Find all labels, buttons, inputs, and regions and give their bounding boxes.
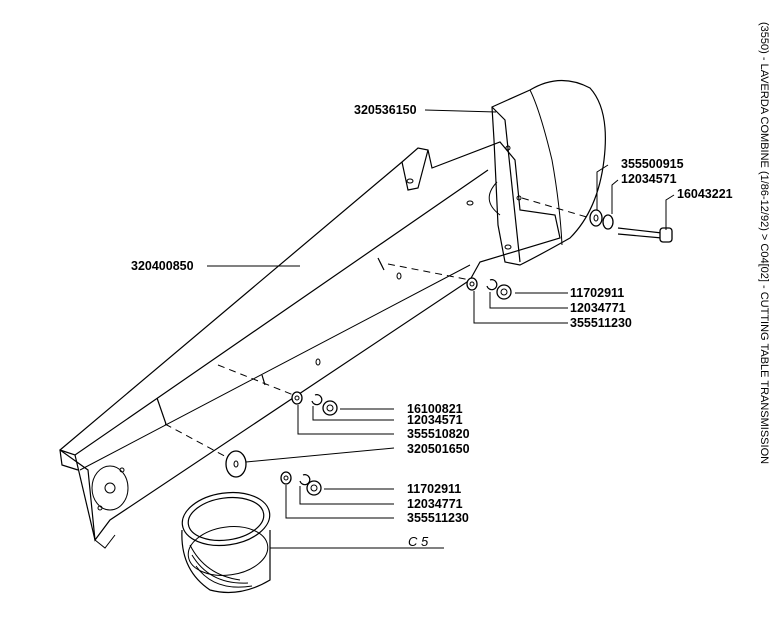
group-label: C 5 <box>408 534 429 549</box>
part-label: 12034771 <box>407 497 463 511</box>
part-label: 355500915 <box>621 157 684 171</box>
part-label: 355511230 <box>570 316 632 330</box>
shield-plate <box>491 79 606 266</box>
hardware-lower2 <box>280 471 322 496</box>
part-label: 12034571 <box>621 172 677 186</box>
part-label: 12034571 <box>407 413 463 427</box>
part-label: 320501650 <box>407 442 470 456</box>
part-label: 16100821 <box>407 402 463 416</box>
part-label: 11702911 <box>570 286 624 300</box>
part-label: 16043221 <box>677 187 733 201</box>
hardware-mid <box>466 277 512 300</box>
part-label: 355510820 <box>407 427 470 441</box>
hardware-top <box>589 209 673 243</box>
cup-housing <box>181 491 271 594</box>
part-label: 11702911 <box>407 482 461 496</box>
part-label: 320400850 <box>131 259 194 273</box>
part-label: 320536150 <box>354 103 417 117</box>
hardware-disc <box>225 450 247 478</box>
part-label: 12034771 <box>570 301 626 315</box>
hardware-lower1 <box>291 391 338 416</box>
part-label: 355511230 <box>407 511 469 525</box>
side-caption: (3550) - LAVERDA COMBINE (1/86-12/92) > … <box>758 22 770 464</box>
